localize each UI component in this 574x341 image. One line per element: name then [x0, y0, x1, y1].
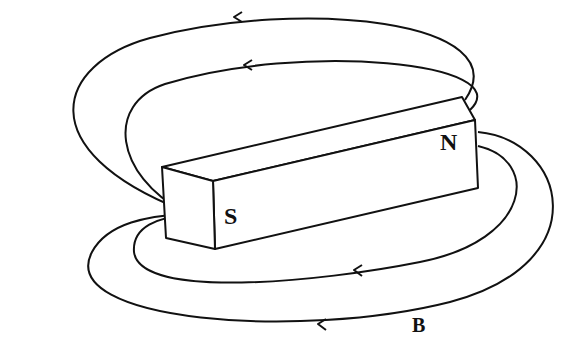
arrowhead	[234, 12, 242, 22]
arrowhead	[318, 319, 326, 330]
magnet-front-face	[213, 120, 478, 249]
field-label: B	[412, 315, 425, 335]
pole-label: S	[224, 204, 237, 228]
pole-label: N	[440, 130, 457, 154]
magnet-end-face	[162, 167, 215, 249]
arrowhead	[244, 60, 252, 70]
arrowhead	[354, 265, 362, 276]
